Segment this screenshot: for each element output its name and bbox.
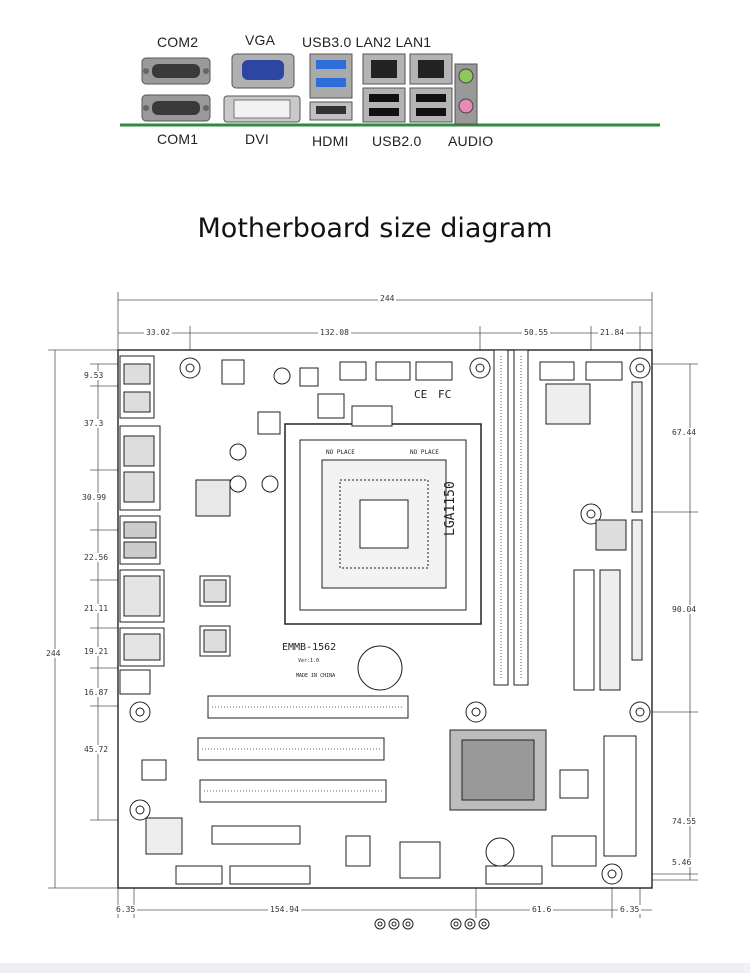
usb30-port-icon <box>309 53 353 99</box>
dim-right-r1: 67.44 <box>670 428 699 437</box>
dvi-port-icon <box>223 95 301 123</box>
hdmi-label: HDMI <box>312 133 349 149</box>
model-label: EMMB-1562 <box>282 642 336 653</box>
ce-mark: CE <box>414 388 427 401</box>
bottom-connector-icons <box>374 918 490 930</box>
io-panel <box>120 40 660 140</box>
dvi-label: DVI <box>245 131 269 147</box>
dim-bottom-b2: 154.94 <box>268 905 301 914</box>
rear-io-connectors <box>119 355 165 695</box>
com2-label: COM2 <box>157 34 199 50</box>
dim-left-overall: 244 <box>44 649 63 658</box>
usb30-lan-label: USB3.0 LAN2 LAN1 <box>302 34 432 50</box>
dim-bottom-b1: 6.35 <box>114 905 138 914</box>
dim-top-seg3: 50.55 <box>522 328 551 337</box>
top-headers <box>221 359 643 661</box>
com1-port-icon <box>141 94 211 122</box>
lan1-port-icon <box>409 53 453 123</box>
usb20-label: USB2.0 <box>372 133 422 149</box>
footer-band <box>0 963 750 973</box>
hdmi-port-icon <box>309 101 353 121</box>
dim-top-seg4: 21.84 <box>598 328 627 337</box>
dim-left-d6: 19.21 <box>82 647 111 656</box>
vga-label: VGA <box>245 32 276 48</box>
no-place-left-text: NO PLACE <box>326 449 355 456</box>
com1-label: COM1 <box>157 131 199 147</box>
motherboard-drawing: NO PLACE NO PLACE LGA1150 CE FC <box>0 280 750 960</box>
dim-right-r4: 5.46 <box>670 858 694 867</box>
dim-right-r2: 90.04 <box>670 605 699 614</box>
left-dimension-lines <box>48 349 120 889</box>
audio-label: AUDIO <box>448 133 494 149</box>
dim-bottom-b3: 61.6 <box>530 905 554 914</box>
bottom-left-components <box>141 759 441 885</box>
dim-left-d5: 21.11 <box>82 604 111 613</box>
dim-top-seg1: 33.02 <box>144 328 173 337</box>
dim-left-d4: 22.56 <box>82 553 111 562</box>
lan2-port-icon <box>362 53 406 123</box>
diagram-title: Motherboard size diagram <box>197 213 553 244</box>
dim-left-d2: 37.3 <box>82 419 106 428</box>
pcie-slots <box>175 695 409 885</box>
vrm-components <box>195 367 627 691</box>
version-label: Ver:1.0 <box>298 658 319 664</box>
audio-port-icon <box>454 63 478 125</box>
com2-port-icon <box>141 57 211 85</box>
dim-top-seg2: 132.08 <box>318 328 351 337</box>
fc-mark: FC <box>438 388 451 401</box>
dim-left-d7: 16.87 <box>82 688 111 697</box>
board-outline <box>117 349 653 889</box>
io-panel-graphic <box>120 53 660 127</box>
cpu-socket: NO PLACE NO PLACE LGA1150 <box>284 423 482 625</box>
pch-chipset <box>449 729 637 885</box>
dim-bottom-b4: 6.35 <box>618 905 642 914</box>
dim-top-overall: 244 <box>378 294 397 303</box>
mounting-holes <box>129 357 651 885</box>
dim-left-d1: 9.53 <box>82 371 106 380</box>
motherboard-svg: NO PLACE NO PLACE LGA1150 CE FC <box>48 292 698 930</box>
dim-left-d3: 30.99 <box>80 493 109 502</box>
no-place-right-text: NO PLACE <box>410 449 439 456</box>
vga-port-icon <box>231 53 295 89</box>
bottom-dimension-lines <box>117 888 652 918</box>
dimm-slots <box>493 349 529 686</box>
dim-left-d8: 45.72 <box>82 745 111 754</box>
socket-label: LGA1150 <box>443 481 458 536</box>
dim-right-r3: 74.55 <box>670 817 699 826</box>
battery-holder <box>357 645 403 691</box>
made-in-label: MADE IN CHINA <box>296 673 335 679</box>
